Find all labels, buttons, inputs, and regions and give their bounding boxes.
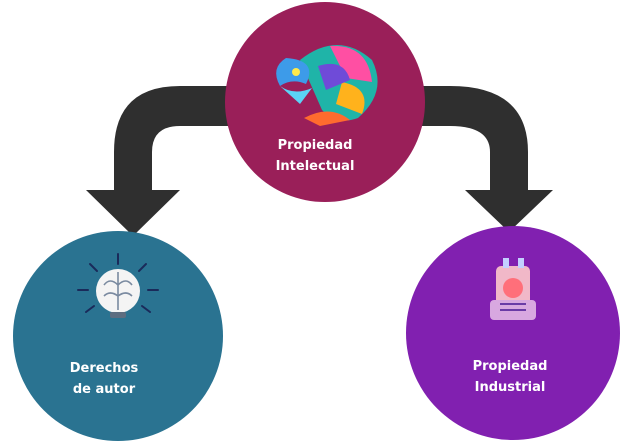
node-circle-left xyxy=(13,231,223,441)
node-propiedad-industrial: Propiedad Industrial xyxy=(406,226,620,440)
node-derechos-de-autor: Derechos de autor xyxy=(13,231,223,441)
node-label-center-line2: Intelectual xyxy=(276,159,355,174)
colorful-lion-head-icon xyxy=(276,45,378,126)
node-label-right-line2: Industrial xyxy=(475,380,546,395)
node-label-center-line1: Propiedad xyxy=(278,138,353,153)
factory-machine-icon xyxy=(490,258,536,320)
node-propiedad-intelectual: Propiedad Intelectual xyxy=(225,2,425,202)
node-label-left-line1: Derechos xyxy=(70,361,139,376)
brain-lightbulb-icon xyxy=(77,253,159,318)
node-label-right-line1: Propiedad xyxy=(473,359,548,374)
connector-arrows xyxy=(86,86,553,236)
node-circle-right xyxy=(406,226,620,440)
node-label-left-line2: de autor xyxy=(73,382,136,397)
arrow-to-propiedad-industrial xyxy=(400,86,553,232)
arrow-to-derechos-de-autor xyxy=(86,86,250,236)
